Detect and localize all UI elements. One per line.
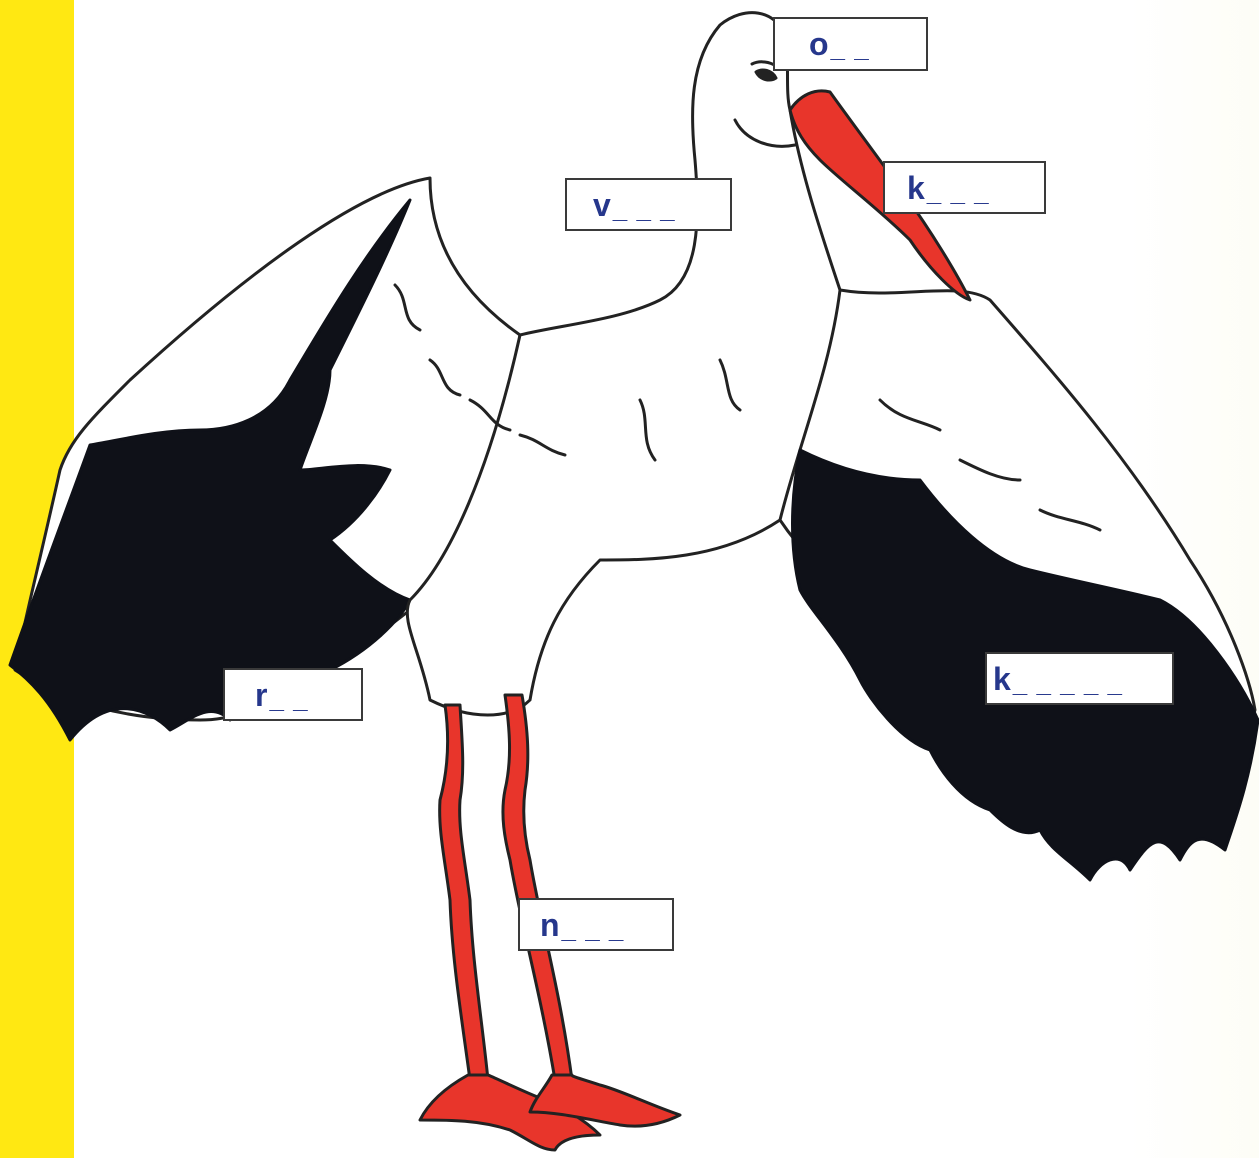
label-eye-blanks: _ _ xyxy=(831,35,870,61)
label-beak[interactable]: k _ _ _ xyxy=(883,161,1046,214)
left-leg xyxy=(440,705,488,1080)
right-leg xyxy=(503,695,572,1080)
label-leg[interactable]: n _ _ _ xyxy=(518,898,674,951)
label-neck-blanks: _ _ _ xyxy=(613,196,676,222)
label-beak-letter: k xyxy=(907,172,925,204)
label-wing[interactable]: k _ _ _ _ _ xyxy=(985,652,1174,705)
label-neck-letter: v xyxy=(593,189,611,221)
label-leg-letter: n xyxy=(540,909,560,941)
label-wing-letter: k xyxy=(993,663,1011,695)
label-tail-blanks: _ _ xyxy=(269,686,308,712)
label-tail[interactable]: r _ _ xyxy=(223,668,363,721)
label-beak-blanks: _ _ _ xyxy=(927,179,990,205)
label-wing-blanks: _ _ _ _ _ xyxy=(1013,670,1123,696)
label-tail-letter: r xyxy=(255,679,267,711)
label-eye[interactable]: o _ _ xyxy=(773,17,928,71)
label-leg-blanks: _ _ _ xyxy=(562,916,625,942)
label-neck[interactable]: v _ _ _ xyxy=(565,178,732,231)
label-eye-letter: o xyxy=(809,28,829,60)
